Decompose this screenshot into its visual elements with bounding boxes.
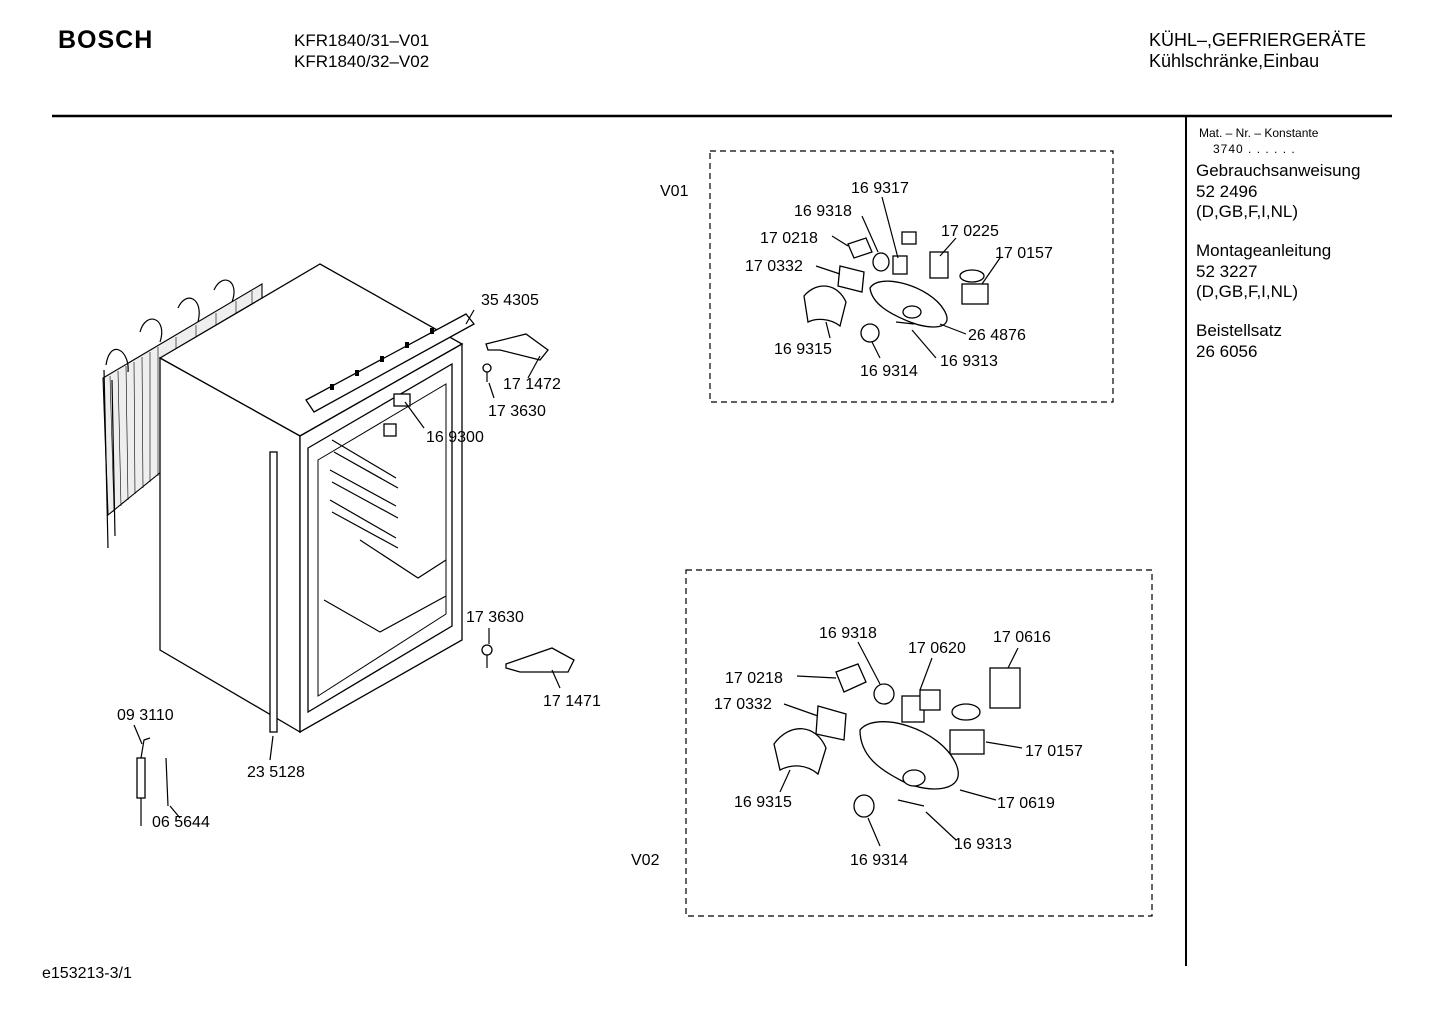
v01-part-169317: 16 9317 bbox=[851, 180, 909, 197]
part-label-171471: 17 1471 bbox=[543, 693, 601, 710]
v02-part-170619: 17 0619 bbox=[997, 795, 1055, 812]
model-line-2: KFR1840/32–V02 bbox=[294, 52, 430, 71]
part-label-173630-top: 17 3630 bbox=[488, 403, 546, 420]
v01-part-170157: 17 0157 bbox=[995, 245, 1053, 262]
v02-part-170332: 17 0332 bbox=[714, 696, 772, 713]
part-label-065644: 06 5644 bbox=[152, 814, 210, 831]
install-number: 52 3227 bbox=[1196, 262, 1258, 281]
variant-label-v01: V01 bbox=[660, 183, 689, 200]
v01-part-170332: 17 0332 bbox=[745, 258, 803, 275]
v01-part-264876: 26 4876 bbox=[968, 327, 1026, 344]
model-line-1: KFR1840/31–V01 bbox=[294, 31, 430, 50]
manual-number: 52 2496 bbox=[1196, 182, 1258, 201]
manual-title: Gebrauchsanweisung bbox=[1196, 161, 1361, 180]
install-langs: (D,GB,F,I,NL) bbox=[1196, 282, 1299, 301]
v02-part-169318: 16 9318 bbox=[819, 625, 877, 642]
v01-part-169318: 16 9318 bbox=[794, 203, 852, 220]
category-line-1: KÜHL–,GEFRIERGERÄTE bbox=[1149, 30, 1367, 50]
v02-part-170620: 17 0620 bbox=[908, 640, 966, 657]
install-title: Montageanleitung bbox=[1196, 241, 1332, 260]
mat-nr-value: 3740 . . . . . . bbox=[1213, 142, 1296, 156]
v02-part-169313: 16 9313 bbox=[954, 836, 1012, 853]
refrigerator-cabinet bbox=[158, 263, 475, 734]
kit-number: 26 6056 bbox=[1196, 342, 1258, 361]
part-label-093110: 09 3110 bbox=[117, 707, 174, 724]
v01-part-169314: 16 9314 bbox=[860, 363, 918, 380]
mat-nr-label: Mat. – Nr. – Konstante bbox=[1199, 126, 1319, 140]
variant-label-v02: V02 bbox=[631, 852, 660, 869]
part-label-169300: 16 9300 bbox=[426, 429, 484, 446]
category-line-2: Kühlschränke,Einbau bbox=[1149, 51, 1320, 71]
manual-langs: (D,GB,F,I,NL) bbox=[1196, 202, 1299, 221]
kit-title: Beistellsatz bbox=[1196, 321, 1282, 340]
part-label-171472: 17 1472 bbox=[503, 376, 561, 393]
v01-part-170225: 17 0225 bbox=[941, 223, 999, 240]
part-label-173630-bottom: 17 3630 bbox=[466, 609, 524, 626]
part-label-235128: 23 5128 bbox=[247, 764, 305, 781]
upper-hinge bbox=[482, 333, 549, 382]
lower-hinge bbox=[481, 644, 575, 673]
v01-part-170218: 17 0218 bbox=[760, 230, 818, 247]
variant-v02-group: V02 16 9318 17 0620 17 0616 1 bbox=[631, 569, 1153, 917]
v02-part-170157: 17 0157 bbox=[1025, 743, 1083, 760]
variant-v01-group: V01 16 9317 16 9318 17 0218 1 bbox=[660, 150, 1114, 403]
v02-part-170616: 17 0616 bbox=[993, 629, 1051, 646]
v02-part-170218: 17 0218 bbox=[725, 670, 783, 687]
v02-part-169314: 16 9314 bbox=[850, 852, 908, 869]
v01-part-169315: 16 9315 bbox=[774, 341, 832, 358]
part-label-354305: 35 4305 bbox=[481, 292, 539, 309]
temperature-sensors bbox=[136, 737, 169, 826]
brand-logo: BOSCH bbox=[58, 26, 154, 54]
v01-part-169313: 16 9313 bbox=[940, 353, 998, 370]
drawing-code: e153213-3/1 bbox=[42, 965, 132, 982]
v02-part-169315: 16 9315 bbox=[734, 794, 792, 811]
